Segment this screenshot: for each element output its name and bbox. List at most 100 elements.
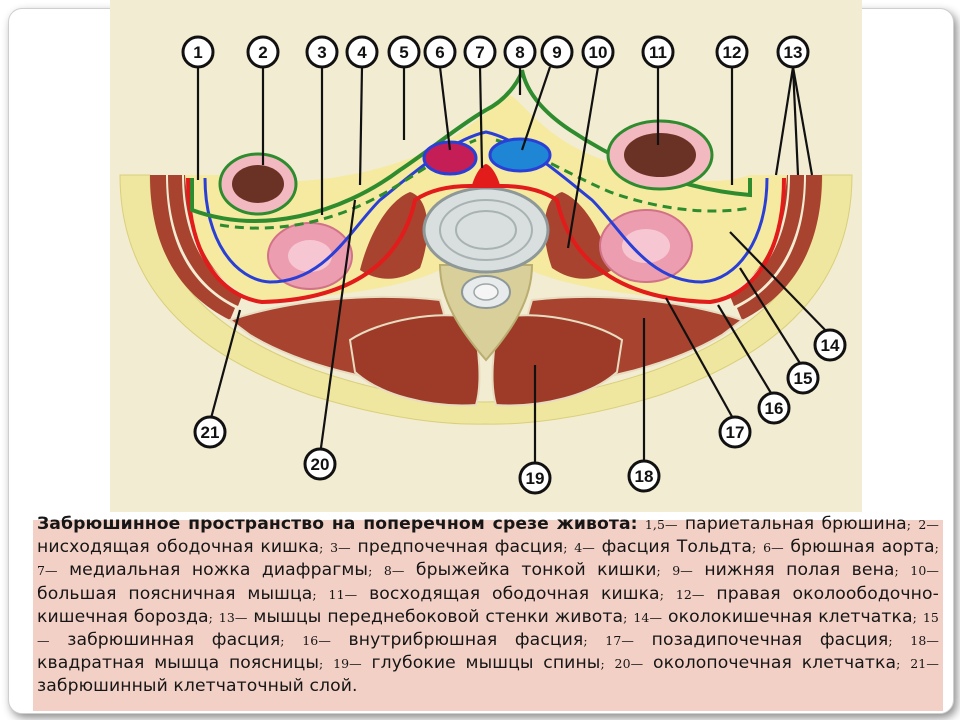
caption-item-number: 15— [37,609,939,649]
caption-title: Забрюшинное пространство на поперечном с… [37,514,631,534]
caption-item: 14— околокишечная клетчатка; [633,606,917,627]
caption-item: 18— квадратная мышца поясницы; [37,633,939,674]
caption-item-number: 2— [918,517,939,532]
callout-19: 19 [518,461,552,495]
caption-item-number: 21— [910,656,939,672]
caption-item: 10— большая поясничная мышца; [37,563,939,604]
callout-2: 2 [246,35,280,69]
svg-text:8: 8 [515,43,524,62]
diaphragm-crus [472,164,500,185]
svg-text:15: 15 [794,369,813,388]
caption-item: 21— забрюшинный клетчаточный слой. [37,656,939,697]
figure-caption: Забрюшинное пространство на поперечном с… [37,514,939,697]
caption-item-text: большая поясничная мышца [37,583,313,604]
caption-item: 4— фасция Тольдта; [574,537,757,558]
caption-item-text: мышцы переднебоковой стенки живота [253,606,624,627]
caption-item-text: париетальная брюшина [684,514,907,534]
svg-text:20: 20 [311,455,330,474]
svg-text:17: 17 [726,423,745,442]
caption-item-number: 17— [605,633,635,649]
fascia-red [186,177,786,305]
caption-item: 3— предпочечная фасция; [330,537,568,558]
caption-item-number: 10— [910,563,939,579]
callout-6: 6 [423,35,457,69]
caption-item-number: 14— [633,609,663,625]
svg-text:6: 6 [435,43,444,62]
caption-item-text: фасция Тольдта [601,537,753,558]
caption-item-text: позадипочечная фасция [651,630,889,651]
caption-item-number: 1,5— [644,517,678,532]
callout-17: 17 [718,415,752,449]
caption-item: 7— медиальная ножка диафрагмы; [37,560,373,581]
caption-item: 11— восходящая ободочная кишка; [328,583,664,604]
caption-item: 1,5— париетальная брюшина; [644,514,912,534]
svg-text:1: 1 [193,43,202,62]
caption-item: 9— нижняя полая вена; [672,560,899,581]
callout-10: 10 [581,35,615,69]
callout-8: 8 [503,35,537,69]
caption-item-text: медиальная ножка диафрагмы [69,560,369,581]
caption-item-text: нижняя полая вена [704,560,895,581]
svg-text:10: 10 [589,43,608,62]
caption-item-text: глубокие мышцы спины [371,653,601,674]
deep-back-muscles-right [491,314,624,407]
svg-text:18: 18 [635,467,654,486]
leader-lines [196,66,831,468]
subcutaneous-layer [120,175,852,512]
caption-item: 8— брыжейка тонкой кишки; [383,560,661,581]
callout-21: 21 [193,415,227,449]
caption-items: 1,5— париетальная брюшина; 2— нисходящая… [37,514,939,696]
callout-18: 18 [627,459,661,493]
deep-back-muscles-left [348,314,481,407]
caption-item-text: правая околоободочно-кишечная борозда [37,583,939,627]
caption-item-text: брюшная аорта [790,537,935,558]
vertebra [422,186,550,362]
svg-text:5: 5 [399,43,408,62]
caption-item-number: 16— [302,633,331,649]
callout-13: 13 [776,35,810,69]
svg-text:7: 7 [475,43,484,62]
svg-text:2: 2 [258,43,267,62]
callout-11: 11 [641,35,675,69]
svg-text:13: 13 [784,43,803,62]
caption-item: 12— правая околоободочно-кишечная борозд… [37,583,939,627]
caption-item: 16— внутрибрюшная фасция; [302,630,588,651]
caption-item-number: 9— [672,563,693,579]
svg-text:16: 16 [765,399,784,418]
fascia-blue [203,130,769,284]
inferior-vena-cava [488,137,552,173]
caption-item-number: 8— [383,563,405,579]
callout-9: 9 [540,35,574,69]
caption-item: 13— мышцы переднебоковой стенки живота; [218,606,628,627]
descending-colon [218,152,298,216]
body-outline-fat [119,174,853,425]
caption-item-text: восходящая ободочная кишка [369,583,660,604]
caption-item-number: 11— [328,586,358,602]
caption-item-number: 6— [763,540,784,556]
svg-text:3: 3 [317,43,326,62]
caption-item-number: 4— [574,540,595,556]
caption-item-text: нисходящая ободочная кишка [37,537,320,558]
callout-12: 12 [715,35,749,69]
svg-text:14: 14 [821,336,840,355]
callout-1: 1 [181,35,215,69]
caption-item-number: 3— [330,540,351,556]
svg-text:19: 19 [526,469,545,488]
caption-item-number: 7— [37,563,58,579]
callout-16: 16 [757,391,791,425]
caption-item: 15— забрюшинная фасция; [37,609,939,651]
caption-item-number: 12— [675,586,705,602]
svg-text:11: 11 [649,43,667,62]
svg-text:21: 21 [201,423,220,442]
kidney-right [599,209,693,283]
caption-item-text: околокишечная клетчатка [667,606,913,627]
caption-item-number: 13— [218,609,248,625]
caption-item: 2— нисходящая ободочная кишка; [37,517,939,558]
callout-5: 5 [387,35,421,69]
svg-text:9: 9 [552,43,561,62]
caption-item-text: околопочечная клетчатка [652,653,897,674]
kidney-left [267,222,353,290]
caption-item-text: брыжейка тонкой кишки [415,560,657,581]
caption-item-number: 18— [910,633,939,649]
svg-text:12: 12 [723,43,742,62]
